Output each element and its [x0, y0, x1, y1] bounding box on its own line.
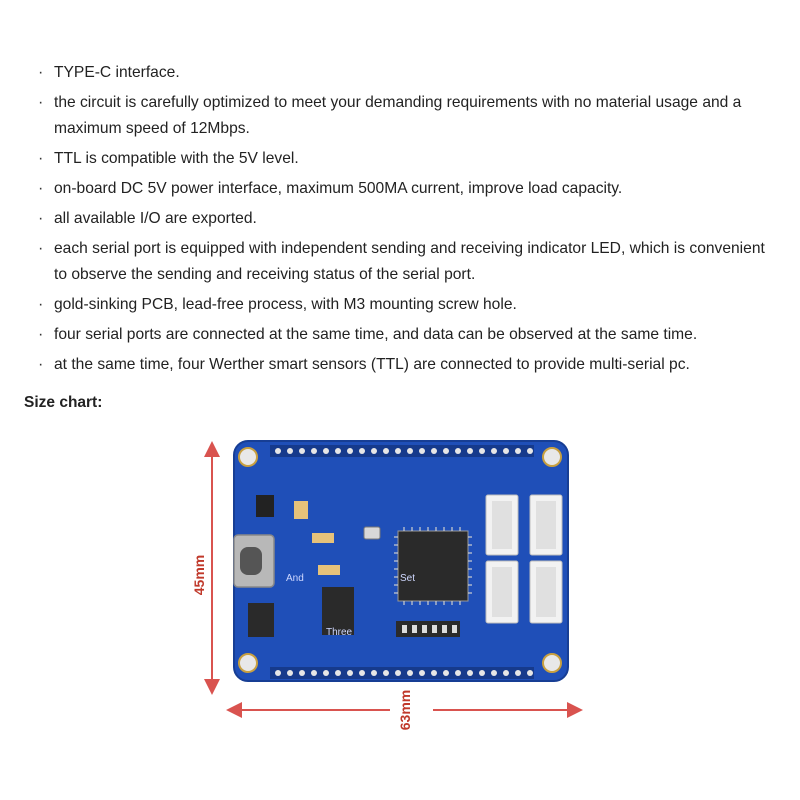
led-row-icon: [396, 621, 460, 637]
feature-item: ·the circuit is carefully optimized to m…: [36, 90, 776, 142]
size-chart-figure: 45mm 63mm: [190, 435, 590, 750]
top-pin-header: [270, 445, 534, 457]
board-diagram: 45mm 63mm: [191, 440, 583, 730]
feature-item: ·at the same time, four Werther smart se…: [36, 352, 776, 378]
bullet-icon: ·: [38, 94, 44, 111]
size-chart-title: Size chart:: [24, 394, 103, 411]
feature-list: ·TYPE-C interface. ·the circuit is caref…: [36, 60, 776, 382]
feature-item: ·each serial port is equipped with indep…: [36, 236, 776, 288]
mcu-chip-icon: [394, 527, 472, 605]
bullet-icon: ·: [38, 356, 44, 373]
mounting-hole-icon: [238, 447, 562, 673]
crystal-icon: [363, 526, 381, 540]
feature-item: ·four serial ports are connected at the …: [36, 322, 776, 348]
bullet-icon: ·: [38, 326, 44, 343]
feature-item: ·on-board DC 5V power interface, maximum…: [36, 176, 776, 202]
width-label: 63mm: [397, 690, 413, 730]
bullet-icon: ·: [38, 150, 44, 167]
silkscreen-text: Set: [400, 573, 415, 584]
capacitor-icon: [294, 501, 308, 519]
feature-item: ·gold-sinking PCB, lead-free process, wi…: [36, 292, 776, 318]
bullet-icon: ·: [38, 296, 44, 313]
usb-c-connector-icon: [233, 534, 275, 588]
feature-item: ·TTL is compatible with the 5V level.: [36, 146, 776, 172]
bullet-icon: ·: [38, 180, 44, 197]
bullet-icon: ·: [38, 240, 44, 257]
bottom-pin-header: [270, 667, 534, 679]
bullet-icon: ·: [38, 210, 44, 227]
chip-icon: [322, 587, 354, 635]
regulator-icon: [256, 495, 274, 517]
silkscreen-text: And: [286, 573, 304, 584]
silkscreen-text: Three: [326, 627, 353, 638]
height-label: 45mm: [191, 555, 207, 595]
chip-icon: [248, 603, 274, 637]
pcb-board: And Three Set: [233, 440, 569, 682]
feature-item: ·TYPE-C interface.: [36, 60, 776, 86]
capacitor-icon: [312, 533, 334, 543]
bullet-icon: ·: [38, 64, 44, 81]
feature-item: ·all available I/O are exported.: [36, 206, 776, 232]
capacitor-icon: [318, 565, 340, 575]
